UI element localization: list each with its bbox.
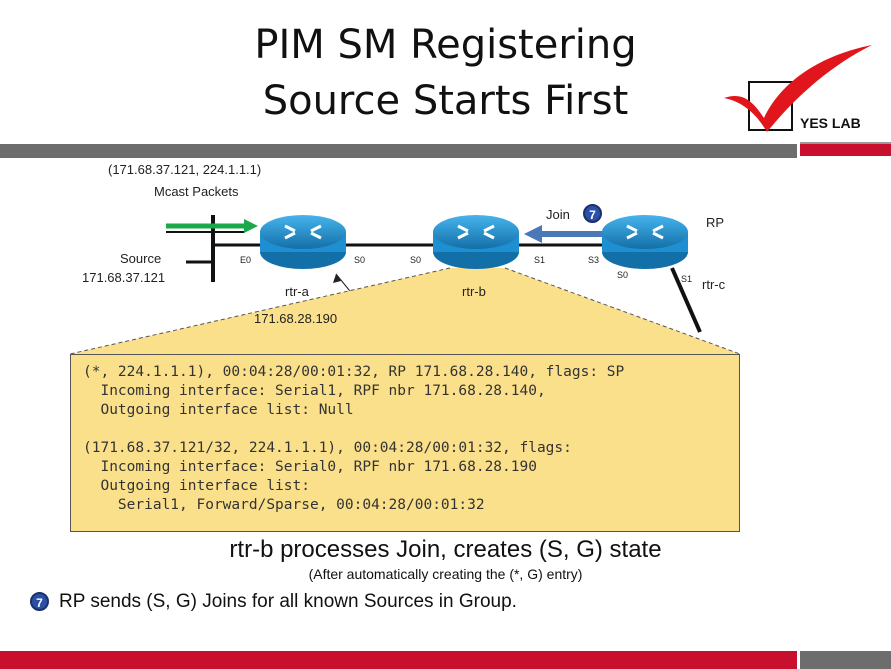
iface-rtr-b-s0: S0 [410, 255, 422, 265]
mroute-line: Outgoing interface list: Null [83, 402, 354, 418]
router-rtr-b-icon [433, 215, 519, 269]
join-arrowhead [524, 225, 542, 243]
mroute-table: (*, 224.1.1.1), 00:04:28/00:01:32, RP 17… [83, 363, 624, 515]
slide-title-line1: PIM SM Registering [254, 22, 637, 68]
mroute-line: (*, 224.1.1.1), 00:04:28/00:01:32, RP 17… [83, 364, 625, 380]
footer-bar-red [0, 651, 797, 669]
rp-label: RP [706, 215, 725, 230]
iface-rtr-b-s1: S1 [534, 255, 546, 265]
mroute-table-box: (*, 224.1.1.1), 00:04:28/00:01:32, RP 17… [70, 354, 740, 532]
iface-rtr-a-s0: S0 [354, 255, 366, 265]
iface-rtr-c-s0: S0 [617, 270, 629, 280]
packet-tuple-label: (171.68.37.121, 224.1.1.1) [108, 162, 262, 177]
mcast-packets-label: Mcast Packets [154, 184, 239, 199]
bullet-text: RP sends (S, G) Joins for all known Sour… [59, 591, 517, 612]
bullet-7-badge: 7 [30, 592, 49, 612]
mroute-line: Serial1, Forward/Sparse, 00:04:28/00:01:… [83, 497, 485, 513]
router-label-rtr-c: rtr-c [702, 277, 726, 292]
iface-rtr-c-s3: S3 [588, 255, 600, 265]
step-7-badge: 7 [583, 204, 602, 224]
yes-lab-logo: YES LAB [722, 40, 882, 140]
checkmark-logo-icon [724, 45, 872, 132]
source-ip-label: 171.68.37.121 [82, 270, 166, 285]
join-label: Join [546, 207, 570, 222]
iface-rtr-a-e0: E0 [240, 255, 252, 265]
sub-caption: (After automatically creating the (*, G)… [308, 566, 583, 582]
footer-bar-gray [800, 651, 891, 669]
zoom-callout [70, 268, 740, 354]
router-rtr-c-icon [602, 215, 688, 269]
network-diagram [69, 215, 741, 355]
mroute-line: Incoming interface: Serial0, RPF nbr 171… [83, 459, 537, 475]
mcast-packet-arrowhead [244, 219, 258, 233]
link-ip-label: 171.68.28.190 [254, 311, 338, 326]
bullet-row: 7 RP sends (S, G) Joins for all known Sou… [30, 591, 870, 613]
header-divider-gray [0, 144, 797, 158]
slide-title-line2: Source Starts First [262, 78, 629, 124]
header-divider-accent-top [800, 142, 891, 144]
mroute-line: (171.68.37.121/32, 224.1.1.1), 00:04:28/… [83, 440, 572, 456]
logo-text: YES LAB [800, 115, 861, 131]
mroute-line [83, 420, 624, 439]
link-rtr-c-downstream [670, 267, 702, 333]
header-divider-red [800, 144, 891, 156]
router-label-rtr-a: rtr-a [285, 284, 309, 299]
iface-rtr-c-s1: S1 [681, 274, 693, 284]
router-rtr-a-icon [260, 215, 346, 269]
mroute-line: Incoming interface: Serial1, RPF nbr 171… [83, 383, 546, 399]
main-caption: rtr-b processes Join, creates (S, G) sta… [229, 536, 662, 563]
router-label-rtr-b: rtr-b [462, 284, 486, 299]
source-label: Source [120, 251, 162, 266]
mroute-line: Outgoing interface list: [83, 478, 310, 494]
